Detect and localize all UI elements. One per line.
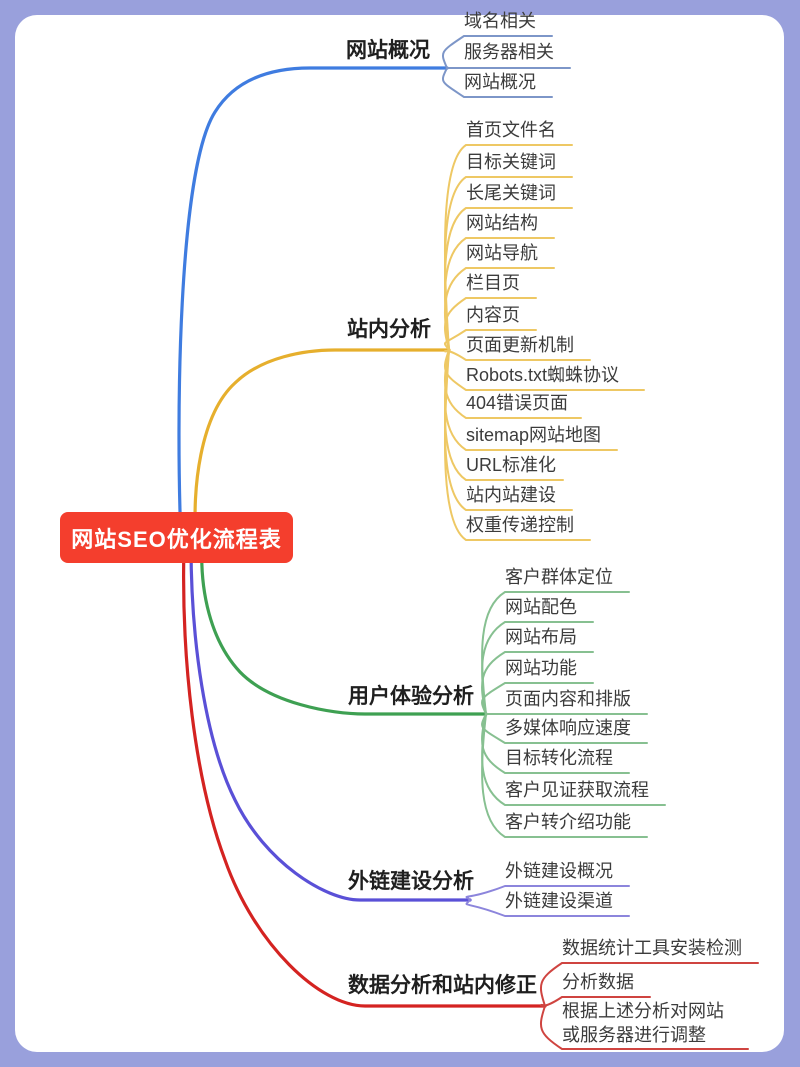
- leaf-node[interactable]: 客户见证获取流程: [505, 780, 649, 800]
- root-node[interactable]: 网站SEO优化流程表: [60, 512, 293, 563]
- leaf-node[interactable]: 客户转介绍功能: [505, 812, 631, 832]
- leaf-line: [443, 349, 591, 541]
- leaf-line: [441, 35, 553, 69]
- branch-label-site-overview[interactable]: 网站概况: [346, 39, 430, 62]
- leaf-line: [465, 899, 630, 917]
- leaf-line: [443, 349, 591, 361]
- leaf-node[interactable]: 根据上述分析对网站或服务器进行调整: [562, 1001, 724, 1045]
- leaf-node[interactable]: 首页文件名: [466, 120, 556, 140]
- leaf-line: [465, 885, 630, 901]
- leaf-node[interactable]: 网站功能: [505, 658, 577, 678]
- leaf-node[interactable]: URL标准化: [466, 455, 557, 475]
- leaf-node[interactable]: 目标关键词: [466, 152, 556, 172]
- leaf-node[interactable]: 网站导航: [466, 243, 538, 263]
- leaf-node[interactable]: 分析数据: [562, 972, 634, 992]
- leaf-node[interactable]: 网站配色: [505, 597, 577, 617]
- leaf-line: [539, 962, 759, 1007]
- branch-line: [200, 543, 488, 716]
- branch-label-onsite-analysis[interactable]: 站内分析: [347, 318, 431, 341]
- leaf-node[interactable]: 网站概况: [464, 72, 536, 92]
- branch-line: [177, 66, 449, 542]
- leaf-node[interactable]: 页面更新机制: [466, 335, 574, 355]
- leaf-node[interactable]: 目标转化流程: [505, 748, 613, 768]
- leaf-node[interactable]: 内容页: [466, 305, 520, 325]
- leaf-line: [539, 996, 651, 1007]
- leaf-line: [481, 651, 594, 715]
- leaf-line: [441, 67, 553, 98]
- leaf-line: [481, 682, 594, 715]
- leaf-node[interactable]: Robots.txt蜘蛛协议: [466, 365, 620, 385]
- branch-line: [189, 543, 472, 902]
- leaf-node[interactable]: 站内站建设: [466, 485, 556, 505]
- leaf-line: [443, 329, 537, 351]
- leaf-node[interactable]: 长尾关键词: [466, 183, 556, 203]
- leaf-node[interactable]: 域名相关: [464, 11, 536, 31]
- branch-label-user-experience-analysis[interactable]: 用户体验分析: [348, 685, 474, 708]
- leaf-node[interactable]: 数据统计工具安装检测: [562, 938, 742, 958]
- leaf-node[interactable]: 外链建设概况: [505, 861, 613, 881]
- leaf-node[interactable]: 服务器相关: [464, 42, 554, 62]
- leaf-node[interactable]: 404错误页面: [466, 393, 569, 413]
- leaf-node[interactable]: 网站结构: [466, 213, 538, 233]
- leaf-node[interactable]: 页面内容和排版: [505, 689, 631, 709]
- leaf-node[interactable]: sitemap网站地图: [466, 425, 602, 445]
- branch-label-data-analysis[interactable]: 数据分析和站内修正: [348, 974, 537, 997]
- leaf-node[interactable]: 权重传递控制: [466, 515, 574, 535]
- leaf-line: [481, 713, 648, 838]
- leaf-node[interactable]: 外链建设渠道: [505, 891, 613, 911]
- leaf-line: [539, 1005, 749, 1050]
- leaf-node[interactable]: 客户群体定位: [505, 567, 613, 587]
- leaf-node[interactable]: 网站布局: [505, 627, 577, 647]
- leaf-node[interactable]: 栏目页: [466, 273, 520, 293]
- branch-line: [182, 543, 547, 1008]
- leaf-node[interactable]: 多媒体响应速度: [505, 718, 631, 738]
- branch-label-backlink-analysis[interactable]: 外链建设分析: [348, 870, 474, 893]
- branch-line: [193, 348, 451, 542]
